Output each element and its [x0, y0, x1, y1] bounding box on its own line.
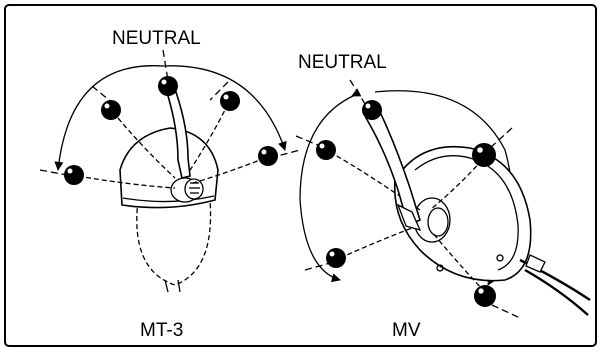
caption-mt3: MT-3	[140, 320, 183, 341]
rotation-arrow-icon	[299, 94, 356, 283]
lever-knob-icon	[362, 100, 382, 120]
lever-knob-icon	[316, 140, 336, 160]
mt3-control	[39, 49, 301, 293]
lever-knob-icon	[474, 285, 496, 307]
lever-knob-icon	[326, 248, 346, 268]
lever-knob-icon	[158, 76, 178, 96]
mv-control	[295, 79, 591, 319]
lever-knob-icon	[64, 165, 84, 185]
neutral-label-right: NEUTRAL	[298, 52, 387, 73]
caption-mv: MV	[392, 320, 421, 341]
control-box-icon	[393, 145, 532, 282]
neutral-label-left: NEUTRAL	[112, 28, 201, 49]
control-box-icon	[119, 127, 219, 209]
lever-knob-icon	[101, 100, 121, 120]
lever-knob-icon	[220, 91, 240, 111]
rotation-arrow-icon	[54, 65, 164, 171]
lever-knob-icon	[258, 146, 278, 166]
lever-knob-icon	[472, 143, 496, 167]
